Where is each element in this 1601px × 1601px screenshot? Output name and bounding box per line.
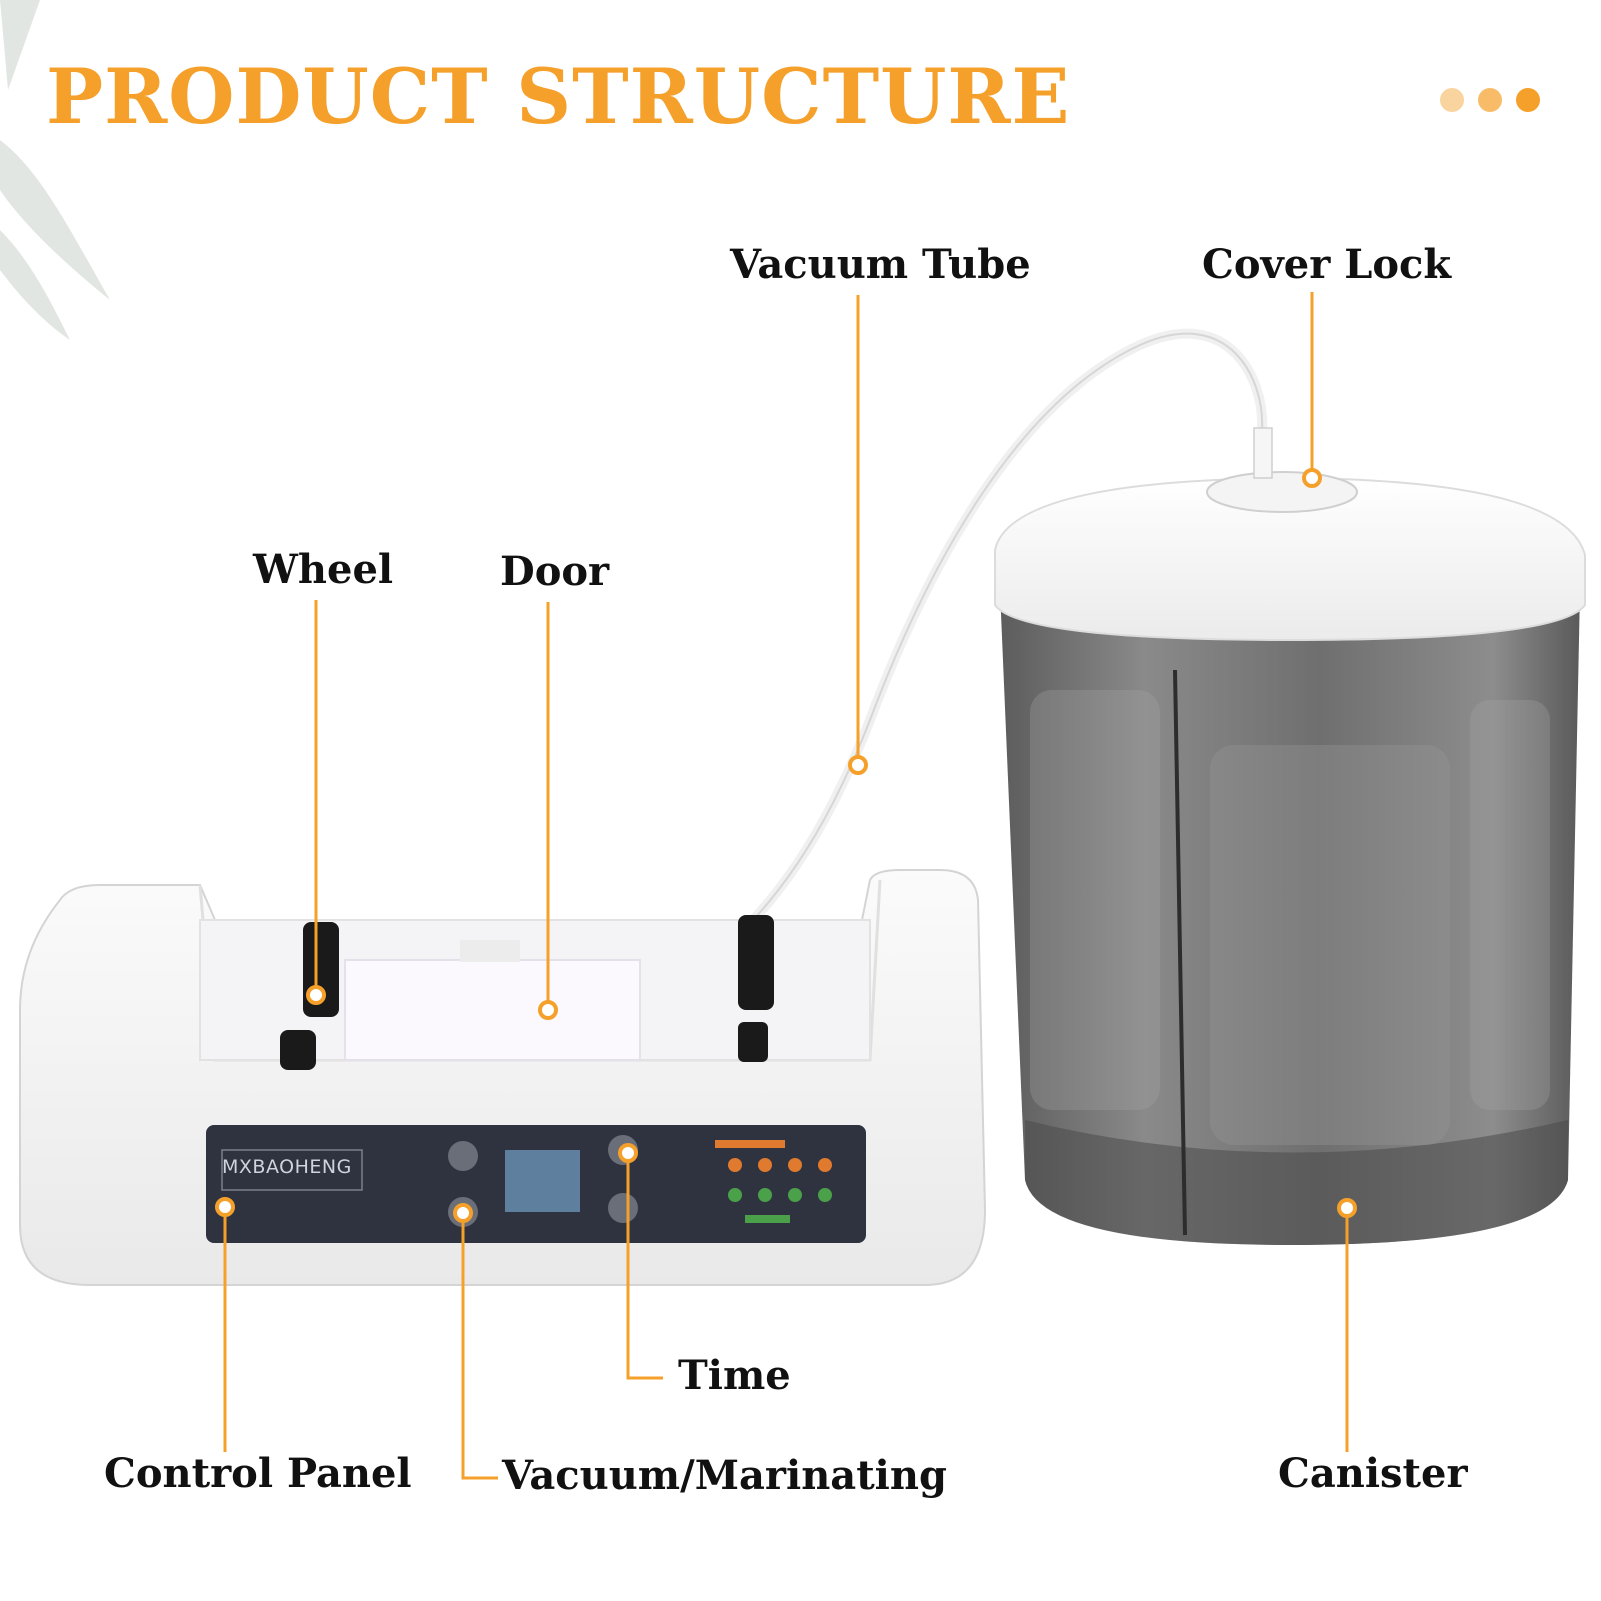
food-icons-bottom: [728, 1188, 832, 1202]
device-brand: MXBAOHENG: [222, 1156, 352, 1178]
indicator-dot-2: [1478, 88, 1502, 112]
food-icons-top: [728, 1158, 832, 1172]
canister-lid: [994, 427, 1586, 642]
time-plus-button: [448, 1141, 478, 1171]
power-button: [608, 1193, 638, 1223]
leaf-decoration: [0, 0, 110, 340]
label-canister: Canister: [1278, 1450, 1468, 1497]
indicator-dot-3: [1516, 88, 1540, 112]
wheel-right: [738, 915, 774, 1062]
label-cover-lock: Cover Lock: [1202, 241, 1452, 288]
label-wheel: Wheel: [253, 546, 394, 593]
label-vacuum-tube: Vacuum Tube: [730, 241, 1031, 288]
control-panel-display: [505, 1150, 580, 1212]
leader-dots: [215, 468, 1357, 1223]
slide-indicator: [1440, 88, 1550, 114]
label-time: Time: [678, 1352, 791, 1399]
label-vacuum-marinating: Vacuum/Marinating: [502, 1452, 947, 1499]
indicator-dot-1: [1440, 88, 1464, 112]
base-unit: [19, 869, 987, 1286]
label-door: Door: [500, 548, 610, 595]
leader-lines: [223, 292, 1349, 1480]
canister-body: [1000, 590, 1580, 1245]
page-title: PRODUCT STRUCTURE: [46, 52, 1071, 141]
door-panel: [344, 959, 641, 1061]
cover-lock-valve: [1206, 471, 1358, 513]
label-control-panel: Control Panel: [104, 1450, 412, 1497]
